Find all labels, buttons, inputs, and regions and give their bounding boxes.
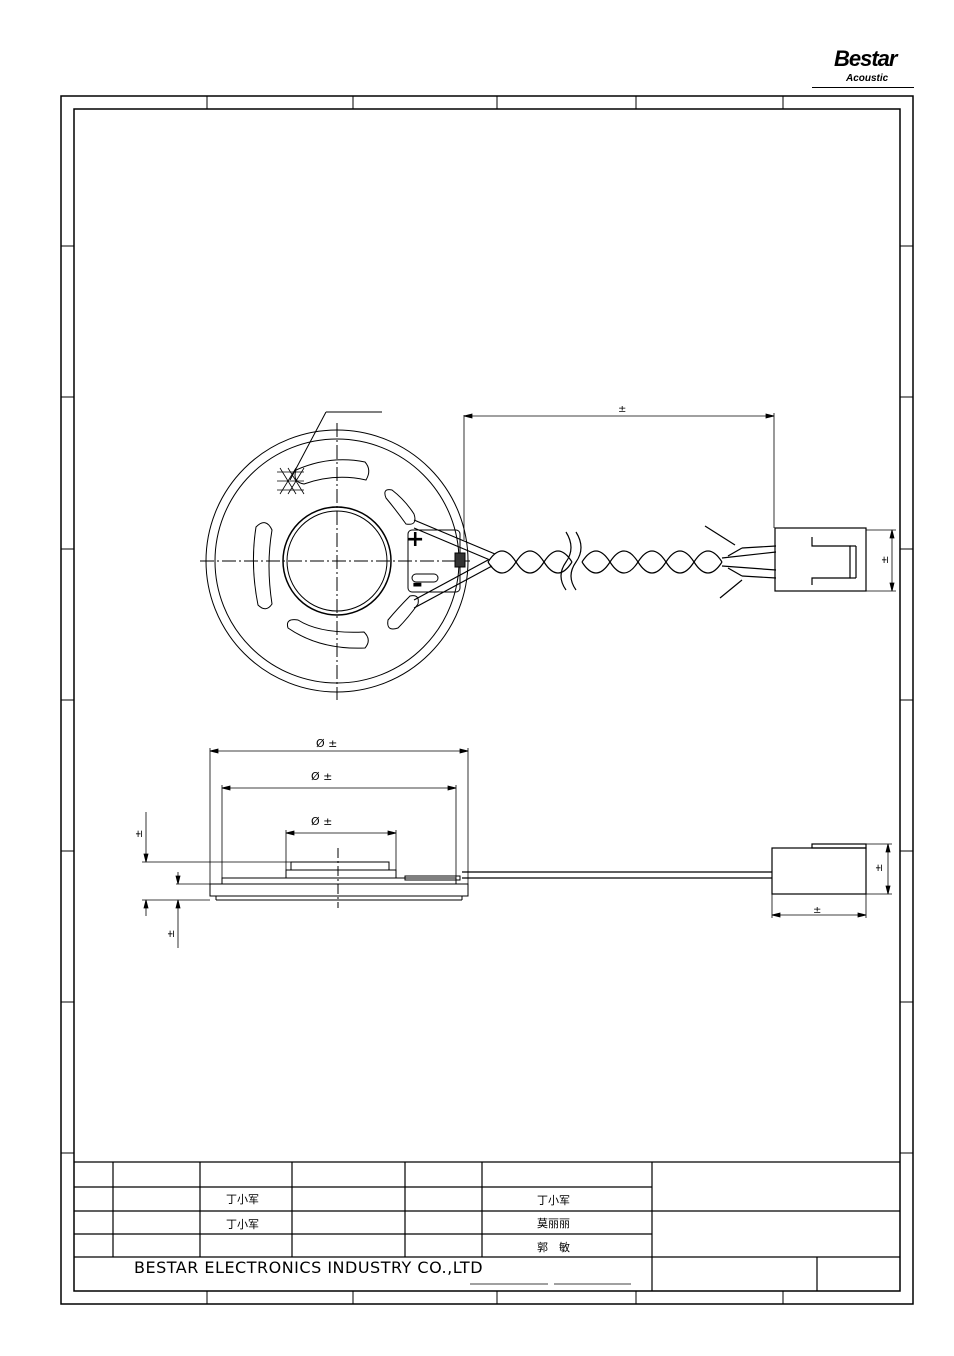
dim-mid-diameter-label: Ø ±	[311, 770, 332, 783]
bestar-logo: Bestar Acoustic	[812, 40, 914, 90]
dim-lead-length	[463, 413, 775, 540]
dim-inner-diameter-label: Ø ±	[311, 815, 332, 828]
logo-underline	[812, 87, 914, 88]
logo-brand: Bestar	[834, 46, 897, 71]
dim-lead-length-label: ±	[618, 404, 626, 415]
twisted-lead-wires	[413, 519, 777, 609]
dim-total-height-label: ±	[134, 830, 145, 838]
dim-connector-height	[866, 529, 896, 592]
dim-side-diameters	[209, 748, 469, 884]
plus-label: +	[406, 527, 424, 552]
buzzer-side-view	[209, 843, 867, 908]
dim-connector-width-label: ±	[813, 905, 821, 916]
dim-side-heights	[142, 812, 892, 948]
buzzer-top-view	[200, 411, 470, 700]
dim-connector-height-label: ±	[880, 556, 891, 564]
sheet-frame	[60, 95, 914, 1305]
logo-sub: Acoustic	[846, 73, 889, 84]
dim-connector-side-height-label: ±	[874, 864, 885, 872]
title-block-grid	[74, 1161, 900, 1291]
connector-top-view	[774, 527, 867, 592]
company-name: BESTAR ELECTRONICS INDUSTRY CO.,LTD	[134, 1258, 484, 1277]
minus-label: -	[412, 569, 423, 599]
checked-by: 丁小军	[226, 1218, 259, 1231]
approver-1: 丁小军	[537, 1194, 570, 1207]
dim-outer-diameter-label: Ø ±	[316, 737, 337, 750]
drawn-by: 丁小军	[226, 1193, 259, 1206]
dim-plate-thickness-label: ±	[166, 930, 177, 938]
approver-2: 莫丽丽	[537, 1217, 570, 1230]
approver-3: 郭 敏	[537, 1241, 570, 1254]
polarity-marks: + -	[406, 527, 424, 599]
